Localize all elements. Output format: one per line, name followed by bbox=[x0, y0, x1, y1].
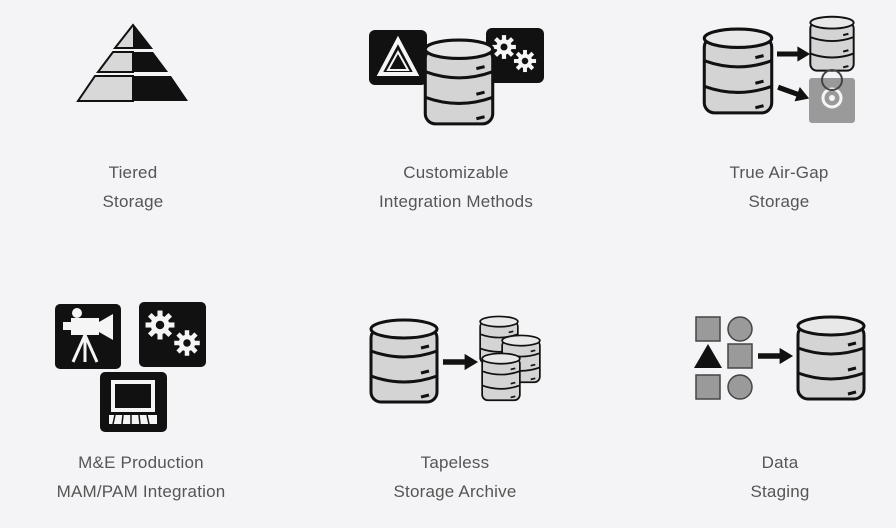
feature-title-line2: MAM/PAM Integration bbox=[56, 482, 226, 501]
feature-title-line2: Storage bbox=[748, 192, 810, 211]
feature-title-line1: True Air-Gap bbox=[729, 163, 829, 182]
pyramid-icon bbox=[76, 23, 188, 102]
feature-title-line2: Staging bbox=[750, 482, 810, 501]
integration-icon bbox=[369, 28, 544, 126]
data-staging-icon bbox=[694, 315, 866, 401]
feature-title-line2: Storage Archive bbox=[393, 482, 517, 501]
feature-title-line1: Customizable bbox=[403, 163, 509, 182]
feature-title-line2: Storage bbox=[102, 192, 164, 211]
feature-title-line2: Integration Methods bbox=[378, 192, 534, 211]
air-gap-icon bbox=[702, 15, 855, 123]
feature-title-line1: M&E Production bbox=[78, 453, 204, 472]
tapeless-archive-icon bbox=[369, 315, 541, 404]
feature-title-line1: Tapeless bbox=[420, 453, 490, 472]
media-production-icon bbox=[55, 302, 206, 432]
feature-title-line1: Tiered bbox=[108, 163, 158, 182]
feature-title-line1: Data bbox=[761, 453, 799, 472]
